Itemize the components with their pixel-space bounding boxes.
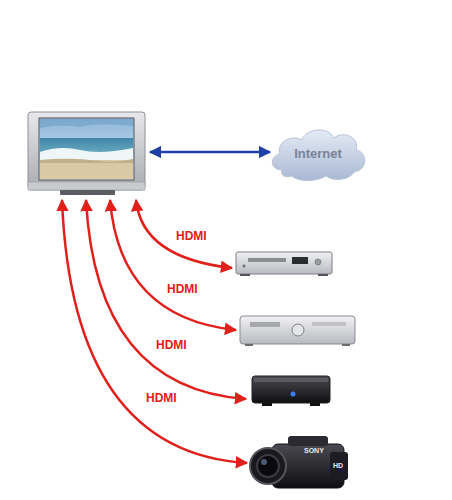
hdmi-cables (62, 200, 247, 463)
media-box (252, 376, 330, 406)
dvd-player (236, 252, 332, 276)
network-link (150, 151, 270, 154)
cable-label: HDMI (167, 283, 198, 295)
cable-label: HDMI (146, 392, 177, 404)
cable-label: HDMI (156, 339, 187, 351)
brand-mark: SONY (304, 447, 324, 454)
node-label: Internet (268, 146, 368, 161)
camcorder (250, 436, 348, 488)
tv-set (28, 112, 145, 195)
cable-label: HDMI (176, 230, 207, 242)
set-top-box (240, 316, 355, 346)
cloud-node: Internet (268, 124, 368, 182)
model-mark: HD (333, 462, 343, 469)
